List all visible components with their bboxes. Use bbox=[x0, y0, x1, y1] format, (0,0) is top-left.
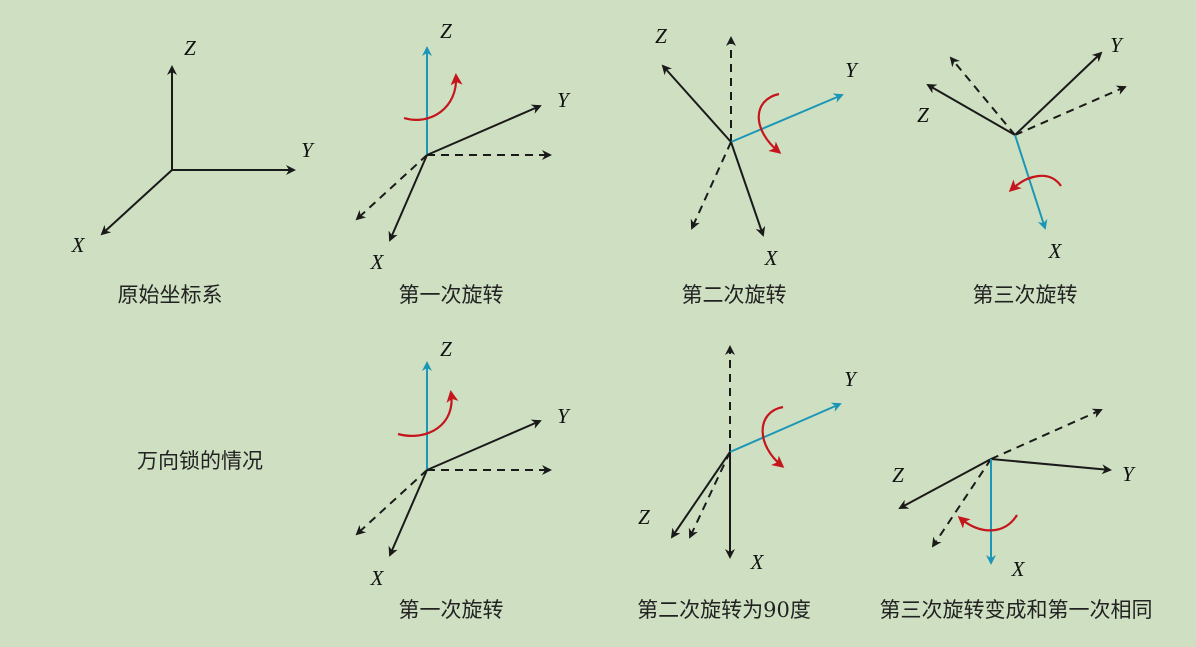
x-label: X bbox=[750, 550, 765, 574]
caption-gimbal-2: 第二次旋转为90度 bbox=[637, 598, 811, 622]
z-axis bbox=[898, 458, 992, 509]
x-axis bbox=[100, 169, 173, 236]
caption-gimbal-3: 第三次旋转变成和第一次相同 bbox=[880, 598, 1153, 622]
dashed-x-reference bbox=[355, 469, 428, 536]
z-label: Z bbox=[655, 24, 667, 48]
caption-rotation-2: 第二次旋转 bbox=[682, 283, 787, 307]
x-axis-rotation bbox=[1014, 134, 1048, 230]
x-label: X bbox=[764, 246, 779, 270]
panel-rotation-2: Z Y X 第二次旋转 bbox=[655, 24, 859, 307]
x-label: X bbox=[1011, 557, 1026, 581]
x-axis bbox=[730, 141, 766, 237]
panel-rotation-1: Z Y X 第一次旋转 bbox=[355, 19, 571, 307]
y-label: Y bbox=[557, 404, 571, 428]
y-label: Y bbox=[845, 58, 859, 82]
z-axis bbox=[670, 451, 731, 539]
caption-original: 原始坐标系 bbox=[118, 283, 223, 307]
z-label: Z bbox=[917, 103, 929, 127]
rotation-arrow bbox=[761, 405, 785, 468]
y-axis-rotation bbox=[729, 402, 842, 453]
z-label: Z bbox=[184, 36, 196, 60]
dashed-z-reference bbox=[949, 56, 1016, 136]
dashed-x-reference bbox=[355, 154, 428, 221]
y-axis bbox=[426, 419, 542, 471]
z-label: Z bbox=[440, 337, 452, 361]
y-label: Y bbox=[1122, 462, 1136, 486]
x-label: X bbox=[370, 250, 385, 274]
y-axis bbox=[1014, 51, 1103, 136]
x-axis bbox=[388, 469, 428, 557]
z-label: Z bbox=[440, 19, 452, 43]
z-axis bbox=[926, 84, 1016, 136]
x-axis bbox=[388, 154, 428, 242]
y-label: Y bbox=[1110, 33, 1124, 57]
caption-gimbal-1: 第一次旋转 bbox=[399, 598, 504, 622]
y-axis-rotation bbox=[730, 93, 844, 143]
panel-original: Z Y X 原始坐标系 bbox=[71, 36, 316, 307]
dashed-z-reference bbox=[931, 458, 992, 548]
rotation-arrow bbox=[397, 390, 459, 437]
dashed-x-reference bbox=[690, 141, 732, 230]
rotation-arrow bbox=[757, 92, 782, 154]
dashed-y-reference bbox=[1014, 85, 1127, 136]
y-axis bbox=[990, 458, 1112, 475]
x-label: X bbox=[71, 233, 86, 257]
panel-gimbal-2: Z Y X 第二次旋转为90度 bbox=[637, 345, 858, 622]
z-label: Z bbox=[892, 463, 904, 487]
dashed-y-reference bbox=[990, 408, 1103, 460]
panel-rotation-3: Z Y X 第三次旋转 bbox=[917, 33, 1127, 307]
y-label: Y bbox=[557, 88, 571, 112]
y-label: Y bbox=[844, 367, 858, 391]
panel-gimbal-1: Z Y X 第一次旋转 bbox=[355, 337, 571, 622]
x-label: X bbox=[370, 566, 385, 590]
rotation-arrow bbox=[957, 514, 1018, 532]
y-axis bbox=[426, 104, 542, 156]
dashed-x-reference bbox=[688, 451, 731, 539]
caption-rotation-3: 第三次旋转 bbox=[973, 283, 1078, 307]
caption-rotation-1: 第一次旋转 bbox=[399, 283, 504, 307]
rotation-arrow bbox=[403, 73, 463, 121]
rotation-arrow bbox=[1008, 174, 1062, 193]
row-label-gimbal-lock: 万向锁的情况 bbox=[137, 449, 263, 473]
x-label: X bbox=[1048, 239, 1063, 263]
y-label: Y bbox=[301, 138, 315, 162]
z-axis bbox=[661, 64, 732, 143]
z-label: Z bbox=[638, 505, 650, 529]
panel-gimbal-3: Z Y X 第三次旋转变成和第一次相同 bbox=[880, 408, 1153, 622]
